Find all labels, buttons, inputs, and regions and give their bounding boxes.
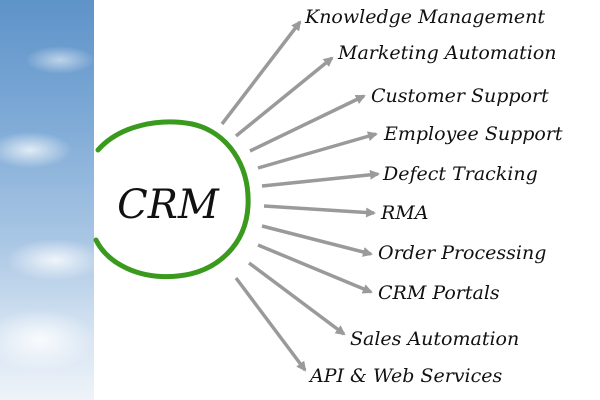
arrow [261,169,380,188]
center-node: CRM [93,119,251,280]
item-label: Knowledge Management [304,6,545,28]
arrow [249,94,366,153]
sky-background [0,0,94,400]
arrow [263,204,376,218]
item-label: API & Web Services [308,365,502,387]
arrow [261,224,373,257]
arrow [234,276,307,372]
item-label: Order Processing [378,242,546,264]
item-label: Employee Support [383,123,563,145]
arrow [257,243,373,294]
arrow-group [220,20,380,372]
crm-ring [93,119,251,280]
arrow [220,20,302,126]
arrow [247,261,346,336]
item-label: Sales Automation [350,328,519,350]
item-label: Customer Support [371,85,549,107]
crm-label: CRM [117,182,220,228]
arrow [234,56,334,138]
arrow [257,131,378,170]
item-label: CRM Portals [378,282,500,304]
item-label: Marketing Automation [337,42,557,64]
item-label: RMA [380,202,428,224]
item-label: Defect Tracking [382,163,538,185]
